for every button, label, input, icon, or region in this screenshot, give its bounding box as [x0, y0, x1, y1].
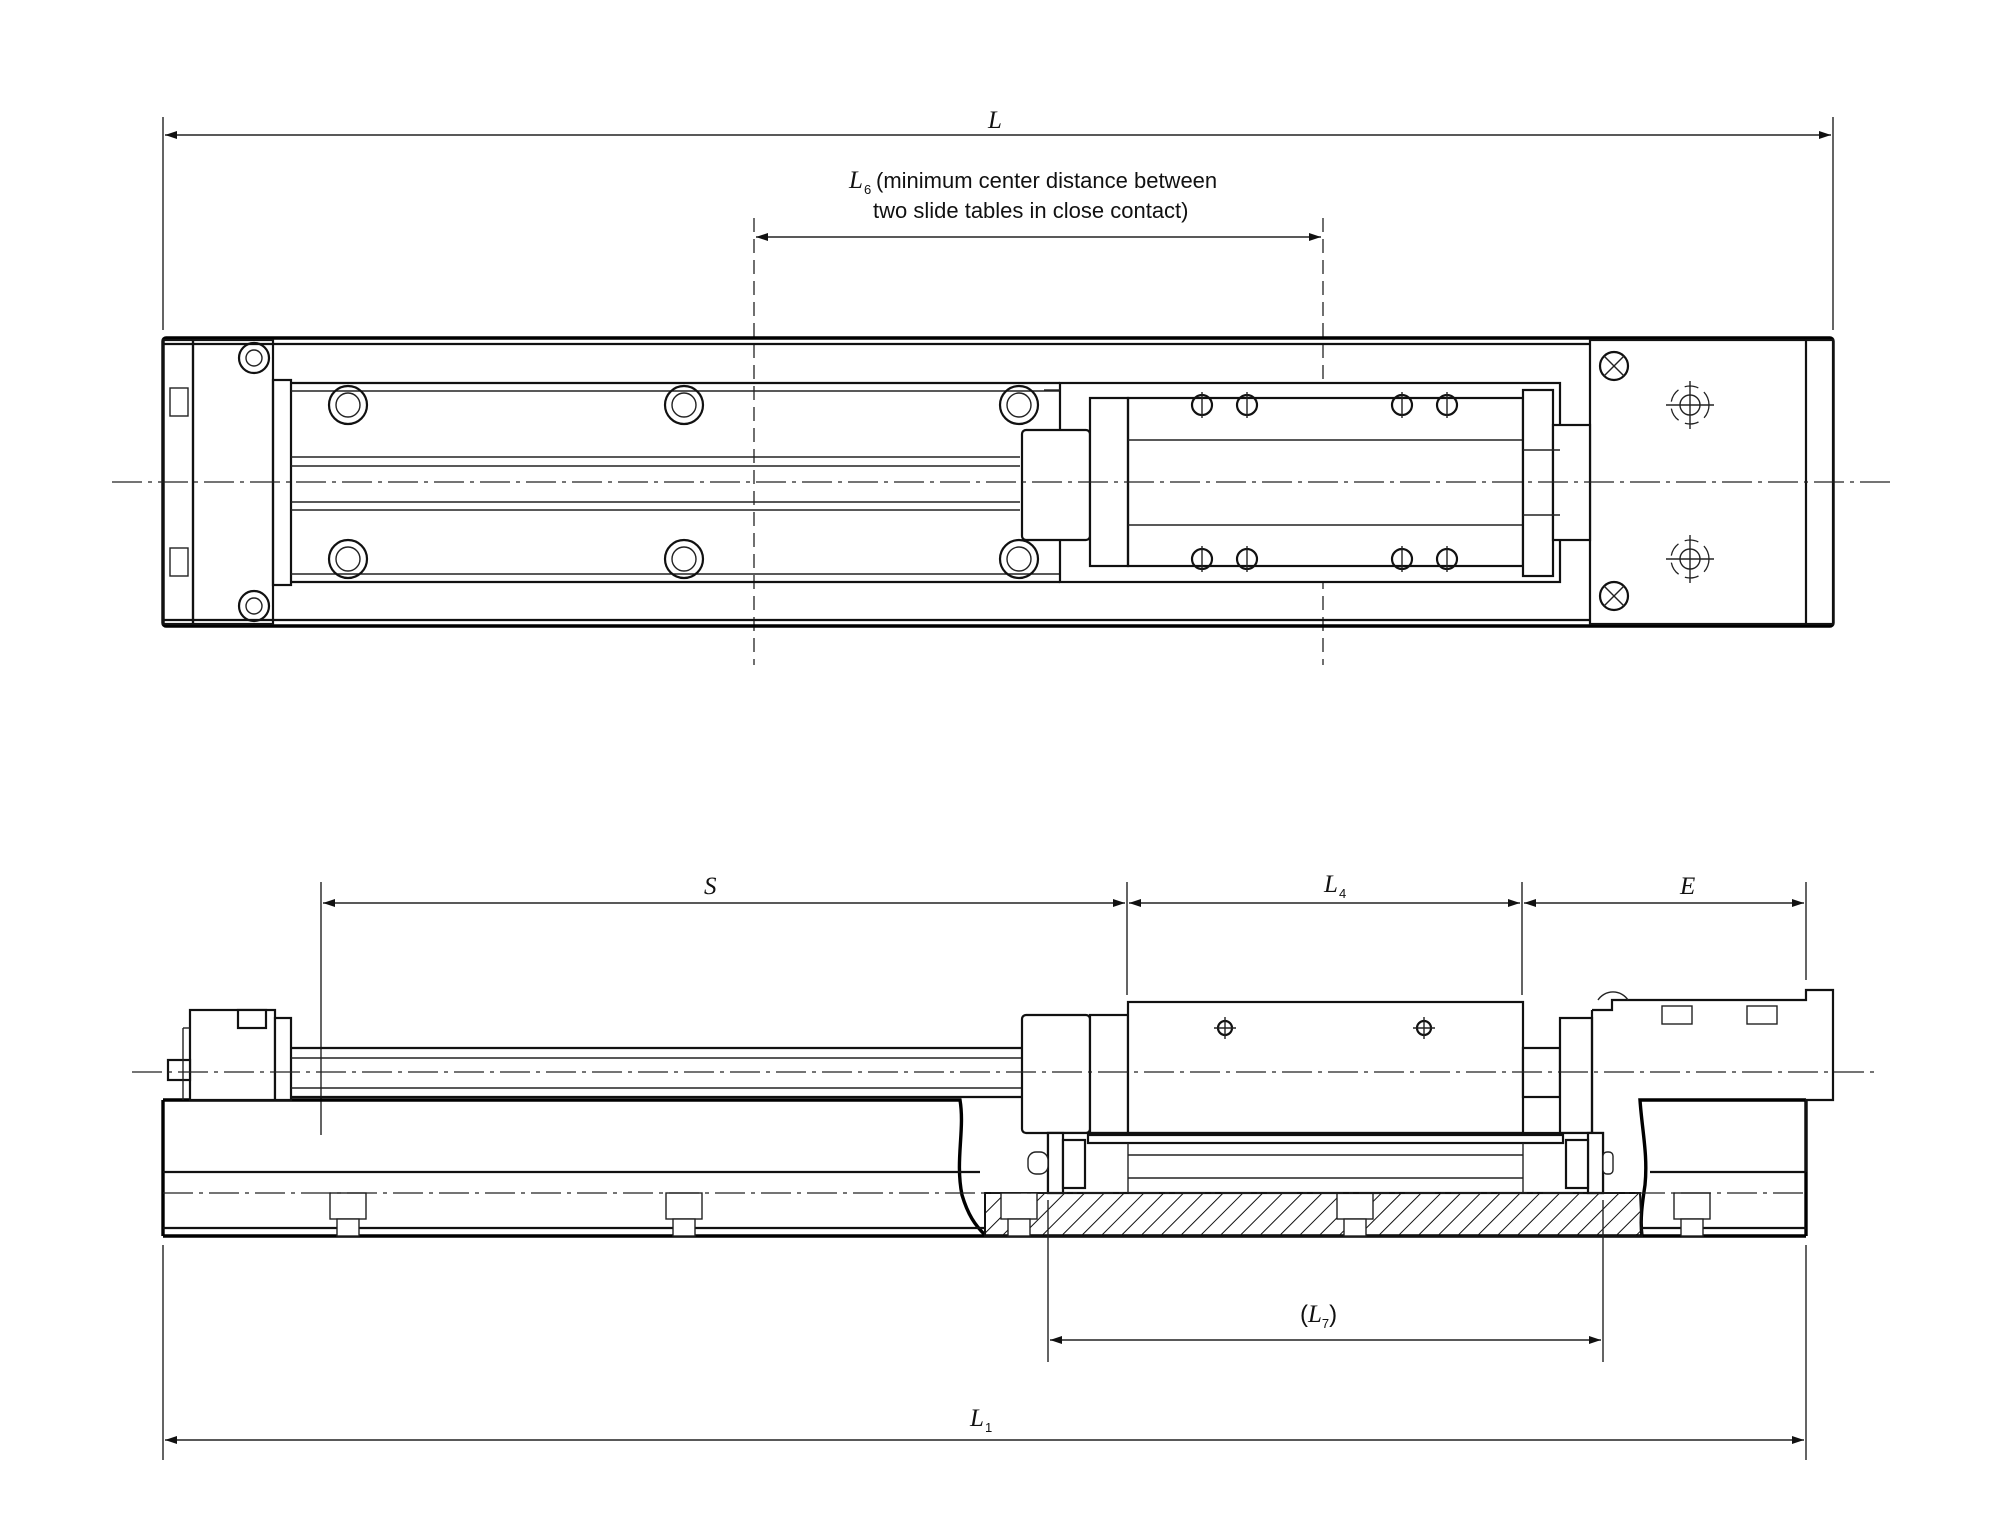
base-screw-icon	[1336, 1192, 1374, 1237]
hole-icon	[998, 538, 1040, 580]
cross-screw-icon	[1598, 350, 1630, 382]
dim-L6-label: L	[848, 167, 863, 194]
dim-S-label: S	[704, 873, 717, 900]
dimension-S: S	[323, 873, 1125, 907]
base-screw-icon	[1673, 1192, 1711, 1237]
dim-L1-subscript: 1	[985, 1420, 992, 1435]
dim-L1-label: L	[969, 1405, 984, 1432]
dim-L7-label: (L7)	[1300, 1301, 1337, 1331]
dimension-L7: (L7)	[1047, 1200, 1604, 1362]
dim-L-label: L	[987, 107, 1002, 134]
hole-icon	[327, 538, 369, 580]
counterbore-screw-icon	[1746, 1005, 1778, 1025]
top-view: L L 6 (minimum center distance between t…	[112, 107, 1890, 665]
dim-L6-note-line1: (minimum center distance between	[876, 168, 1217, 193]
dimension-L1: L 1	[162, 1245, 1807, 1460]
hole-icon	[998, 384, 1040, 426]
hole-icon	[663, 384, 705, 426]
socket-screw-icon	[237, 341, 271, 375]
dimension-L6: L 6 (minimum center distance between two…	[753, 167, 1324, 665]
base-screw-icon	[1000, 1192, 1038, 1237]
bolt-head-icon	[1602, 1151, 1614, 1175]
base-screw-icon	[329, 1192, 367, 1237]
dim-L4-label: L	[1323, 871, 1338, 898]
dim-E-label: E	[1679, 873, 1695, 900]
dim-L6-subscript: 6	[864, 182, 871, 197]
tapped-hole-icon	[1214, 1017, 1236, 1039]
hatched-section	[984, 1192, 1644, 1237]
counterbore-screw-icon	[1661, 1005, 1693, 1025]
dimension-L: L	[162, 107, 1834, 330]
right-cap-screws	[1598, 350, 1714, 612]
dimension-L4: L 4	[1129, 871, 1520, 907]
side-view: S L 4 E	[132, 871, 1878, 1460]
base-mounting-holes	[237, 341, 1040, 623]
slide-table-side	[1020, 1000, 1614, 1195]
cross-screw-icon	[1598, 580, 1630, 612]
tapped-hole-icon	[1413, 1017, 1435, 1039]
dim-L6-note-line2: two slide tables in close contact)	[873, 198, 1189, 223]
hole-icon	[327, 384, 369, 426]
hole-icon	[663, 538, 705, 580]
actuator-body-top	[161, 336, 1835, 628]
base-screw-icon	[665, 1192, 703, 1237]
counterbore-hole-icon	[1666, 535, 1714, 583]
left-end-block-side	[166, 1008, 293, 1102]
socket-screw-icon	[237, 589, 271, 623]
right-end-block-side	[1590, 988, 1835, 1172]
bolt-head-icon	[1027, 1151, 1049, 1175]
table-tapped-holes	[1190, 392, 1459, 572]
actuator-base-side	[161, 1098, 1808, 1238]
guide-rod-side	[291, 1046, 1022, 1099]
counterbore-hole-icon	[1666, 381, 1714, 429]
dim-L4-subscript: 4	[1339, 886, 1346, 901]
dimension-E: E	[1524, 873, 1804, 907]
